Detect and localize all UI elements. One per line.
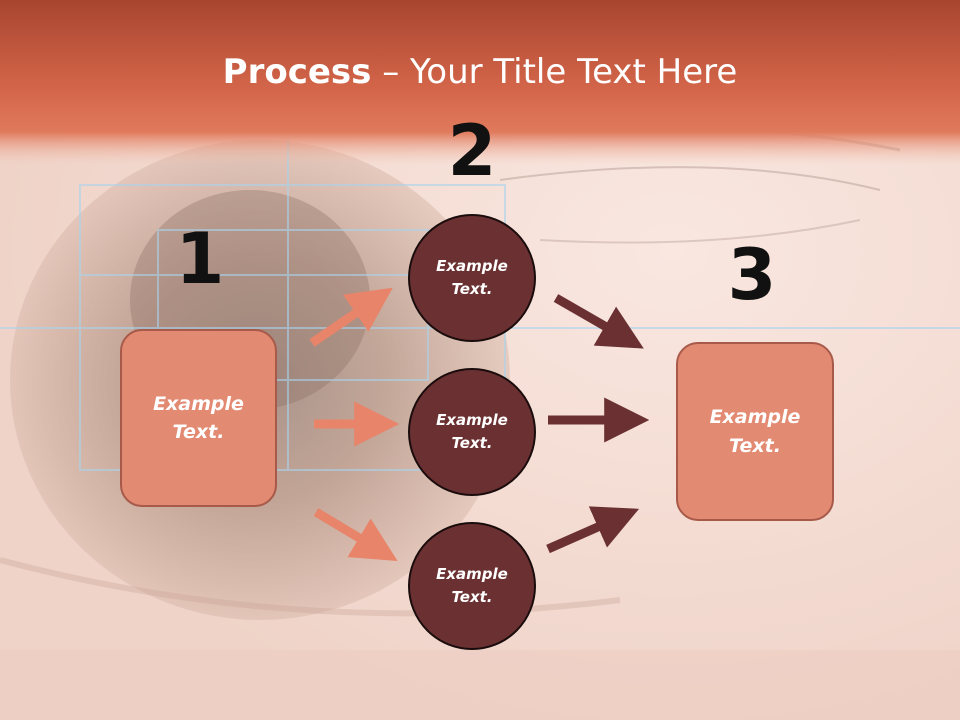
circle-middle-label: Example Text. bbox=[436, 410, 508, 452]
arrow-left-to-top bbox=[309, 287, 393, 347]
step-2-circle-top[interactable]: Example Text. bbox=[408, 214, 536, 342]
step-number-2: 2 bbox=[447, 110, 497, 192]
step-number-1: 1 bbox=[175, 218, 225, 300]
arrow-bottom-to-right bbox=[546, 506, 640, 554]
step-number-3: 3 bbox=[727, 234, 777, 316]
arrow-top-to-right bbox=[553, 294, 644, 349]
step-2-circle-bottom[interactable]: Example Text. bbox=[408, 522, 536, 650]
step-3-box[interactable]: Example Text. bbox=[676, 342, 834, 521]
step-3-box-label: Example Text. bbox=[709, 406, 801, 457]
slide-title: Process – Your Title Text Here bbox=[0, 52, 960, 92]
title-dash: – bbox=[371, 52, 411, 92]
circle-top-label: Example Text. bbox=[436, 256, 508, 298]
circle-bottom-label: Example Text. bbox=[436, 564, 508, 606]
title-rest: Your Title Text Here bbox=[410, 52, 738, 92]
title-bold: Process bbox=[222, 52, 372, 92]
step-1-box[interactable]: Example Text. bbox=[120, 329, 277, 507]
step-2-circle-middle[interactable]: Example Text. bbox=[408, 368, 536, 496]
arrow-left-to-bottom bbox=[313, 508, 398, 561]
step-1-box-label: Example Text. bbox=[153, 392, 244, 444]
